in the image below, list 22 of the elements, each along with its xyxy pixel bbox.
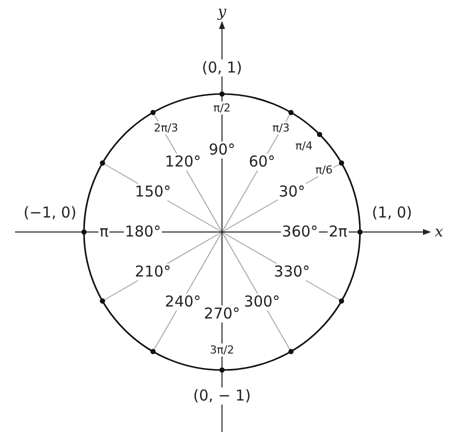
radian-label: 3π/2 bbox=[208, 344, 236, 356]
radian-label: π/6 bbox=[314, 164, 334, 176]
degree-label: 90° bbox=[208, 142, 236, 158]
degree-label: 300° bbox=[242, 294, 282, 310]
axis-label: y bbox=[216, 4, 228, 20]
radian-label: π/4 bbox=[294, 140, 314, 152]
degree-label: 120° bbox=[164, 154, 202, 170]
radian-label: π/2 bbox=[212, 102, 232, 114]
coordinate-label: (0, 1) bbox=[200, 60, 244, 76]
degree-label: 210° bbox=[134, 264, 172, 280]
axis-label: x bbox=[434, 224, 444, 240]
radian-label: π/3 bbox=[271, 122, 291, 134]
coordinate-label: (0, − 1) bbox=[192, 388, 252, 404]
coordinate-label: (1, 0) bbox=[370, 204, 414, 222]
degree-label: 270° bbox=[202, 306, 242, 322]
degree-label: 330° bbox=[272, 264, 312, 280]
degree-label: 60° bbox=[248, 154, 276, 170]
degree-label: 150° bbox=[134, 184, 172, 200]
degree-label: 30° bbox=[278, 184, 306, 200]
radian-label: 2π/3 bbox=[152, 122, 180, 134]
degree-label: 240° bbox=[164, 294, 202, 310]
coordinate-label: (−1, 0) bbox=[22, 204, 78, 222]
